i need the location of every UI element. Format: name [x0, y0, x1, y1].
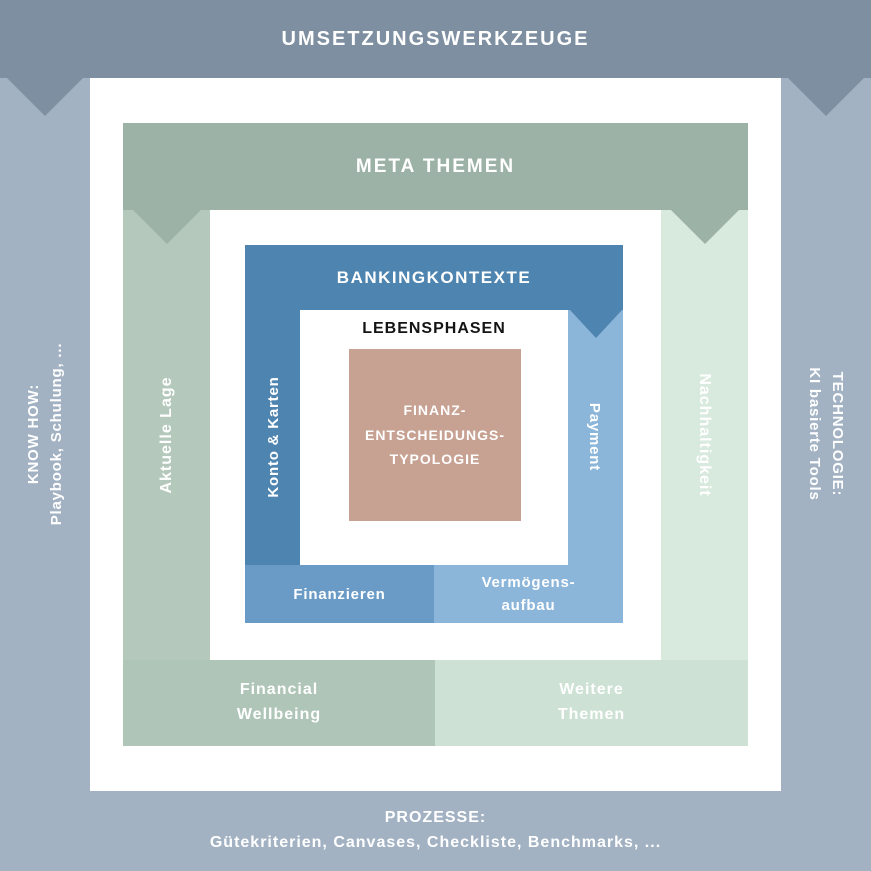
nachhaltigkeit-label: Nachhaltigkeit	[696, 373, 713, 497]
umsetzungswerkzeuge-title: UMSETZUNGSWERKZEUGE	[281, 27, 590, 50]
finanz-typologie-core: FINANZ- ENTSCHEIDUNGS- TYPOLOGIE	[349, 349, 521, 521]
lebensphasen-area: LEBENSPHASEN	[300, 312, 568, 346]
chevron-down-icon	[247, 310, 299, 338]
finanzieren-label: Finanzieren	[293, 585, 386, 603]
banking-layer-right-band	[568, 310, 623, 565]
meta-layer-left-band	[123, 210, 210, 660]
financial-wellbeing-label: Financial Wellbeing	[236, 681, 322, 723]
banking-layer-left-band	[245, 310, 300, 565]
chevron-down-icon	[7, 78, 83, 116]
prozesse-label: PROZESSE: Gütekriterien, Canvases, Check…	[209, 809, 662, 851]
finanz-typologie-label: FINANZ- ENTSCHEIDUNGS- TYPOLOGIE	[364, 402, 505, 468]
konto-karten-label: Konto & Karten	[264, 376, 282, 498]
technologie-label: TECHNOLOGIE: KI basierte Tools	[806, 367, 847, 501]
banking-layer-top-band: BANKINGKONTEXTE	[245, 245, 623, 310]
outer-layer-left-band	[0, 78, 90, 791]
chevron-down-icon	[788, 78, 864, 116]
chevron-down-icon	[570, 310, 622, 338]
chevron-down-icon	[133, 210, 201, 244]
weitere-themen-cell: Weitere Themen	[435, 660, 748, 746]
outer-layer-right-band	[781, 78, 871, 791]
meta-layer-top-band: META THEMEN	[123, 123, 748, 210]
meta-layer-right-band	[661, 210, 748, 660]
know-how-label: KNOW HOW: Playbook, Schulung, ...	[24, 342, 65, 526]
outer-layer-top-band: UMSETZUNGSWERKZEUGE	[0, 0, 871, 78]
vermoegensaufbau-label: Vermögens- aufbau	[481, 573, 576, 614]
weitere-themen-label: Weitere Themen	[557, 681, 626, 723]
financial-wellbeing-cell: Financial Wellbeing	[123, 660, 435, 746]
outer-layer-bottom-band: PROZESSE: Gütekriterien, Canvases, Check…	[0, 791, 871, 871]
payment-label: Payment	[586, 402, 604, 472]
lebensphasen-title: LEBENSPHASEN	[362, 320, 506, 337]
bankingkontexte-title: BANKINGKONTEXTE	[336, 267, 532, 287]
meta-themen-title: META THEMEN	[355, 155, 516, 177]
aktuelle-lage-label: Aktuelle Lage	[158, 376, 175, 494]
vermoegensaufbau-cell: Vermögens- aufbau	[434, 565, 623, 623]
finanzieren-cell: Finanzieren	[245, 565, 434, 623]
chevron-down-icon	[671, 210, 739, 244]
